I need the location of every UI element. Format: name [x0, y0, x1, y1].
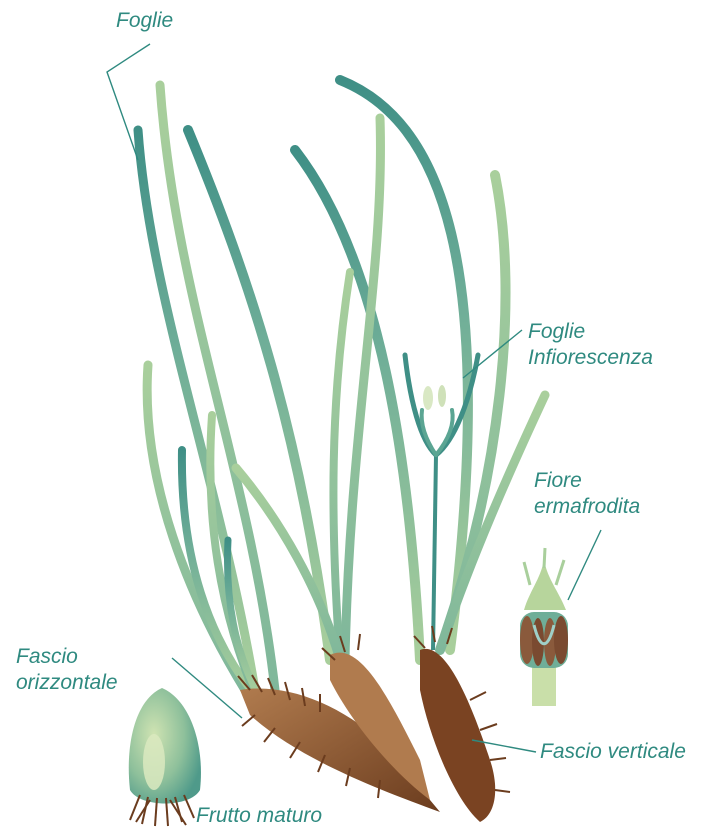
- label-foglie-infiorescenza: Foglie Infiorescenza: [528, 319, 653, 371]
- label-foglie-infiorescenza-line2: Infiorescenza: [528, 345, 653, 371]
- label-fascio-orizzontale: Fascio orizzontale: [16, 644, 118, 696]
- label-foglie: Foglie: [116, 8, 173, 34]
- rhizome: [238, 626, 510, 822]
- flower-detail: [520, 548, 568, 706]
- label-fascio-o-line2: orizzontale: [16, 670, 118, 696]
- leaves: [138, 80, 545, 695]
- label-fiore-line2: ermafrodita: [534, 494, 640, 520]
- label-frutto-maturo: Frutto maturo: [196, 803, 322, 829]
- label-fiore-ermafrodita: Fiore ermafrodita: [534, 468, 640, 520]
- label-foglie-infiorescenza-line1: Foglie: [528, 319, 653, 345]
- leader-foglie: [107, 44, 150, 160]
- label-fascio-o-line1: Fascio: [16, 644, 118, 670]
- label-fiore-line1: Fiore: [534, 468, 640, 494]
- leader-fiore: [568, 530, 601, 600]
- leader-infiorescenza: [463, 330, 522, 378]
- label-fascio-verticale: Fascio verticale: [540, 739, 686, 765]
- fruit-detail: [129, 688, 201, 826]
